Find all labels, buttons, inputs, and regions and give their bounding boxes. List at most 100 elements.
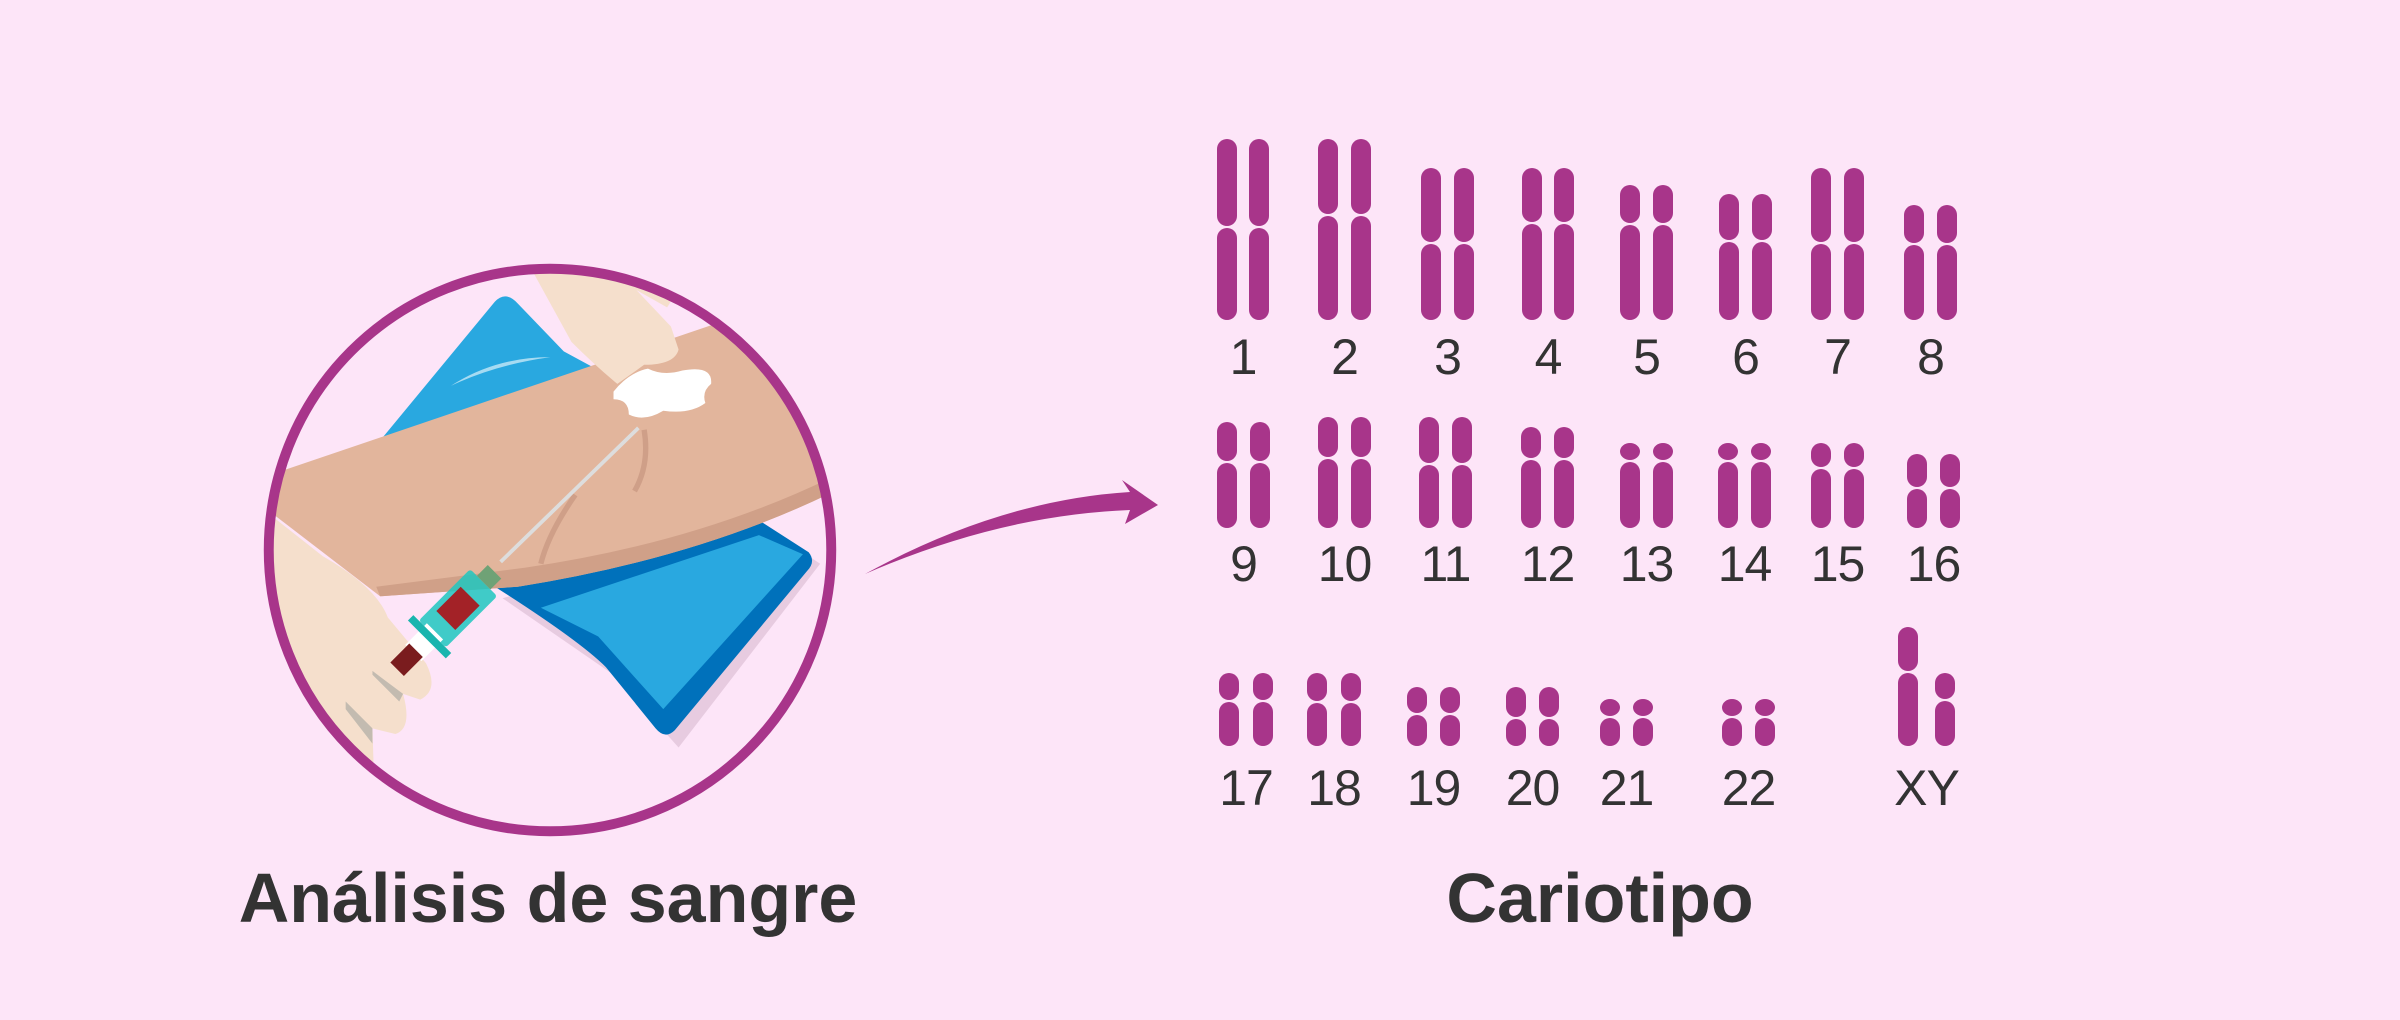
chromosome-arm	[1522, 168, 1542, 222]
chromosome-arm	[1907, 454, 1927, 487]
chromosome-arm	[1653, 225, 1673, 320]
chromosome-label: 8	[1917, 329, 1945, 385]
chromosome-pair-20	[1506, 687, 1559, 746]
chromosome-arm	[1904, 205, 1924, 243]
chromosome-label: XY	[1894, 760, 1960, 816]
chromosome-pair-7	[1811, 168, 1864, 320]
chromosome-label: 21	[1599, 760, 1655, 816]
chromosome-label: 5	[1633, 329, 1661, 385]
chromosome-arm	[1506, 687, 1526, 717]
karyotype-title: Cariotipo	[1446, 859, 1754, 937]
chromosome-arm	[1718, 462, 1738, 528]
chromosome-pair-XY	[1898, 627, 1955, 746]
chromosome-arm	[1217, 463, 1237, 528]
chromosome-arm	[1554, 460, 1574, 528]
chromosome-pair-19	[1407, 687, 1460, 746]
upper-pad	[376, 296, 610, 446]
chromosome-arm	[1751, 462, 1771, 528]
chromosome-arm	[1522, 224, 1542, 320]
chromosome-pair-14	[1718, 443, 1771, 528]
chromosome-arm	[1811, 469, 1831, 528]
chromosome-pair-4	[1522, 168, 1574, 320]
chromosome-arm	[1844, 469, 1864, 528]
chromosome-arm	[1937, 205, 1957, 243]
chromosome-pair-13	[1620, 443, 1673, 528]
chromosome-arm	[1307, 673, 1327, 701]
syringe	[390, 565, 502, 676]
chromosome-label: 2	[1331, 329, 1359, 385]
chromosome-pair-6	[1719, 194, 1772, 320]
chromosome-arm	[1751, 443, 1771, 460]
chromosome-arm	[1722, 718, 1742, 746]
chromosome-pair-22	[1722, 699, 1775, 746]
chromosome-label: 9	[1230, 536, 1258, 592]
chromosome-pair-18	[1307, 673, 1361, 746]
chromosome-arm	[1940, 489, 1960, 528]
chromosome-arm	[1719, 242, 1739, 320]
chromosome-label: 11	[1420, 536, 1472, 592]
chromosome-pair-8	[1904, 205, 1957, 320]
chromosome-arm	[1811, 168, 1831, 242]
chromosome-arm	[1419, 417, 1439, 463]
chromosome-arm	[1620, 185, 1640, 223]
chromosome-arm	[1755, 699, 1775, 716]
chromosome-arm	[1554, 427, 1574, 458]
blood-test-title: Análisis de sangre	[238, 859, 858, 937]
chromosome-arm	[1318, 459, 1338, 528]
chromosome-arm	[1419, 465, 1439, 528]
chromosome-arm	[1898, 627, 1918, 671]
chromosome-pair-12	[1521, 427, 1574, 528]
chromosome-arm	[1844, 168, 1864, 242]
chromosome-arm	[1935, 701, 1955, 746]
chromosome-arm	[1844, 244, 1864, 320]
chromosome-arm	[1653, 443, 1673, 460]
chromosome-arm	[1898, 673, 1918, 746]
chromosome-pair-9	[1217, 422, 1270, 528]
chromosome-arm	[1506, 719, 1526, 746]
chromosome-arm	[1318, 139, 1338, 214]
chromosome-pair-21	[1600, 699, 1653, 746]
chromosome-arm	[1844, 443, 1864, 467]
chromosome-pair-11	[1419, 417, 1472, 528]
chromosome-arm	[1351, 216, 1371, 320]
chromosome-arm	[1620, 443, 1640, 460]
chromosome-arm	[1752, 194, 1772, 240]
chromosome-label: 1	[1229, 329, 1258, 385]
chromosome-arm	[1937, 245, 1957, 320]
chromosome-arm	[1421, 168, 1441, 242]
chromosome-label: 6	[1732, 329, 1760, 385]
chromosome-arm	[1341, 703, 1361, 746]
chromosome-arm	[1249, 228, 1269, 320]
chromosome-arm	[1217, 422, 1237, 461]
chromosome-pair-15	[1811, 443, 1864, 528]
chromosome-arm	[1407, 687, 1427, 713]
chromosome-arm	[1440, 687, 1460, 713]
chromosome-arm	[1653, 185, 1673, 223]
chromosome-arm	[1351, 417, 1371, 457]
chromosome-arm	[1600, 718, 1620, 746]
chromosome-arm	[1250, 463, 1270, 528]
chromosome-arm	[1620, 225, 1640, 320]
chromosome-arm	[1904, 245, 1924, 320]
chromosome-arm	[1452, 417, 1472, 463]
chromosome-arm	[1351, 139, 1371, 214]
chromosome-arm	[1811, 244, 1831, 320]
chromosome-arm	[1907, 489, 1927, 528]
chromosome-label: 13	[1619, 536, 1675, 592]
chromosome-arm	[1250, 422, 1270, 461]
chromosome-pair-10	[1318, 417, 1371, 528]
chromosome-arm	[1722, 699, 1742, 716]
chromosome-arm	[1653, 462, 1673, 528]
chromosome-arm	[1719, 194, 1739, 240]
chromosome-arm	[1249, 139, 1269, 226]
chromosome-arm	[1217, 228, 1237, 320]
chromosome-arm	[1600, 699, 1620, 716]
chromosome-arm	[1219, 702, 1239, 746]
chromosome-arm	[1554, 224, 1574, 320]
chromosome-arm	[1318, 417, 1338, 457]
chromosome-label: 15	[1810, 536, 1866, 592]
chromosome-arm	[1633, 699, 1653, 716]
chromosome-arm	[1219, 673, 1239, 700]
